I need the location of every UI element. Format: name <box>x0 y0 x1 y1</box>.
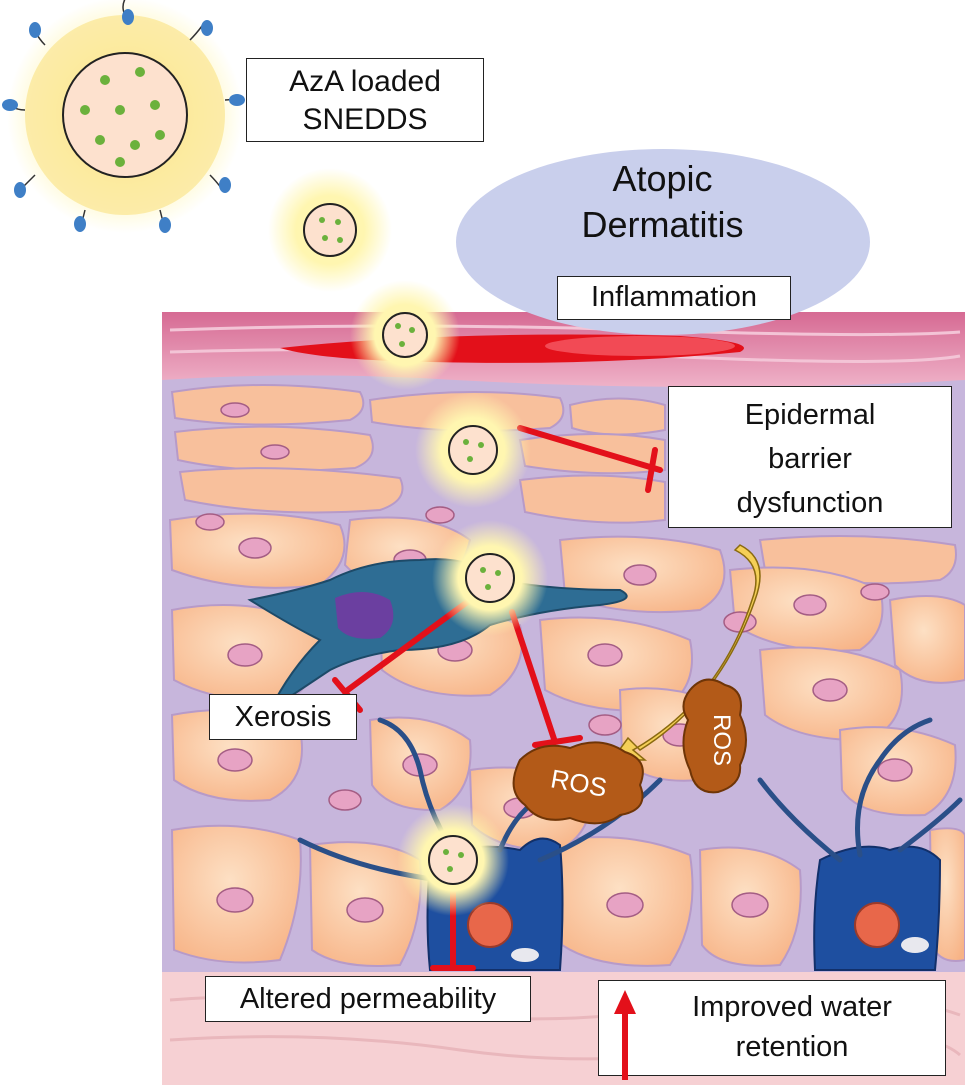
permeability-label: Altered permeability <box>205 976 531 1022</box>
xerosis-label: Xerosis <box>209 694 357 740</box>
barrier-line3: dysfunction <box>736 487 884 519</box>
nanoparticle-small-1 <box>268 168 392 292</box>
nanocarrier-label: AzA loaded SNEDDS <box>246 58 484 142</box>
water-retention-label: Improved water retention <box>598 980 946 1076</box>
permeability-text: Altered permeability <box>239 983 497 1015</box>
condition-title: Atopic Dermatitis <box>455 148 870 338</box>
nanoparticle-small-2 <box>350 280 460 390</box>
condition-line2: Dermatitis <box>581 204 744 245</box>
nanocarrier-line1: AzA loaded <box>289 65 441 98</box>
nanoparticle-small-5 <box>397 804 509 916</box>
water-line1: Improved water <box>692 991 892 1023</box>
water-line2: retention <box>735 1031 849 1063</box>
condition-line1: Atopic <box>612 158 713 199</box>
ros-blob-2: ROS <box>682 678 747 794</box>
inflammation-label: Inflammation <box>557 276 791 320</box>
barrier-dysfunction-label: Epidermal barrier dysfunction <box>668 386 952 528</box>
barrier-line1: Epidermal <box>744 399 876 431</box>
nanoparticle-small-4 <box>432 520 548 636</box>
nanoparticle-large <box>2 0 245 233</box>
ros-blob-1: ROS <box>512 741 644 825</box>
inflammation-text: Inflammation <box>590 281 757 313</box>
nanoparticle-small-3 <box>415 392 531 508</box>
xerosis-text: Xerosis <box>234 701 332 733</box>
ros-label-2: ROS <box>708 714 735 766</box>
nanocarrier-line2: SNEDDS <box>302 103 428 136</box>
barrier-line2: barrier <box>768 443 852 475</box>
